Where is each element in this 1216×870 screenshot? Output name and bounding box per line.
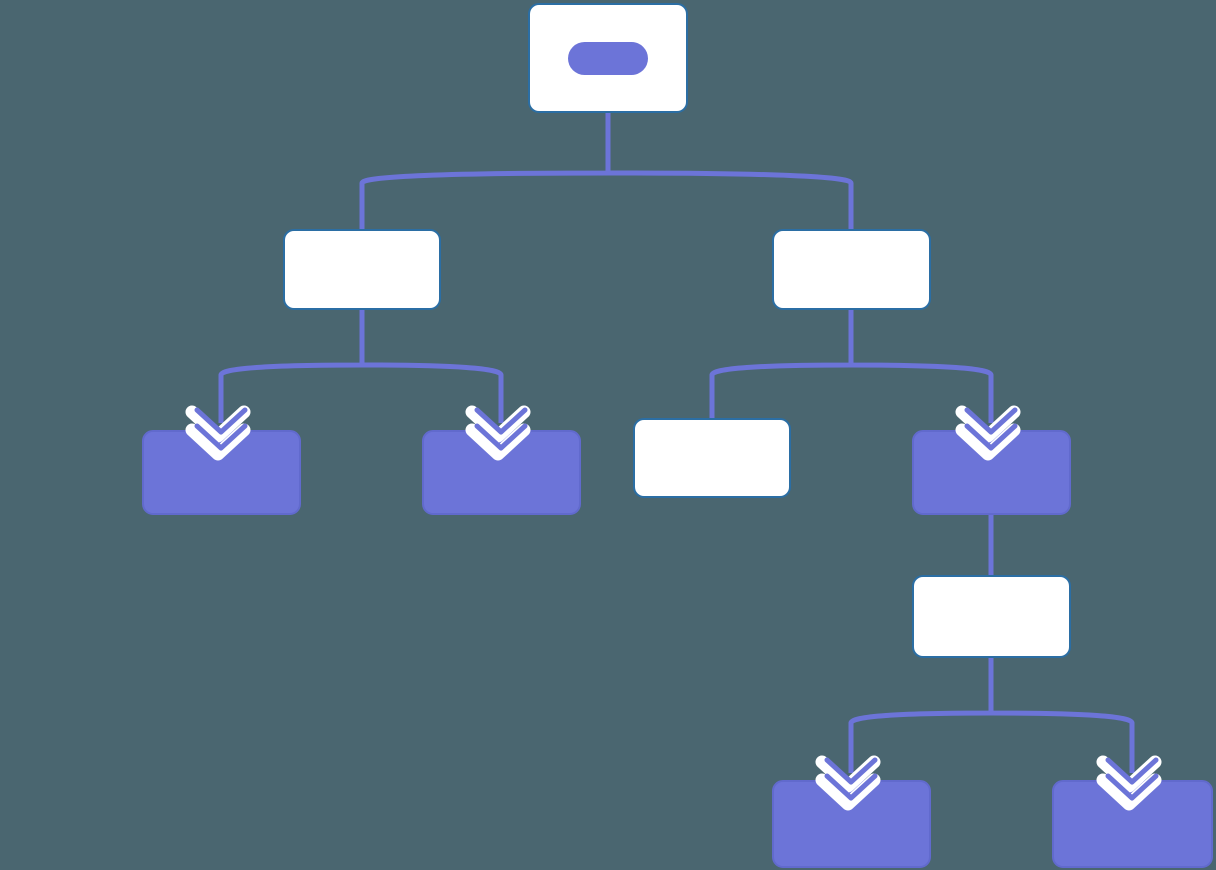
branch-node-right[interactable] [772, 229, 931, 310]
leaf-node-4[interactable] [772, 780, 931, 868]
edge-sub-to-leaf-4 [848, 658, 994, 773]
edge-right-to-leaf-3 [709, 310, 854, 418]
edge-left-to-leaf-1 [218, 310, 365, 423]
leaf-node-5[interactable] [1052, 780, 1213, 868]
leaf-node-3[interactable] [633, 418, 791, 498]
edge-root-to-right-branch [605, 113, 854, 229]
sub-branch-node[interactable] [912, 575, 1071, 658]
branch-node-left[interactable] [283, 229, 441, 310]
root-pill-badge [568, 42, 648, 75]
edge-root-to-left-branch [359, 113, 613, 229]
edge-sub-to-leaf-5 [988, 658, 1135, 773]
edge-right-to-deep-branch [848, 310, 994, 423]
leaf-node-1[interactable] [142, 430, 301, 515]
branch-node-deep[interactable] [912, 430, 1071, 515]
leaf-node-2[interactable] [422, 430, 581, 515]
root-node[interactable] [528, 3, 688, 113]
edge-left-to-leaf-2 [359, 310, 504, 423]
